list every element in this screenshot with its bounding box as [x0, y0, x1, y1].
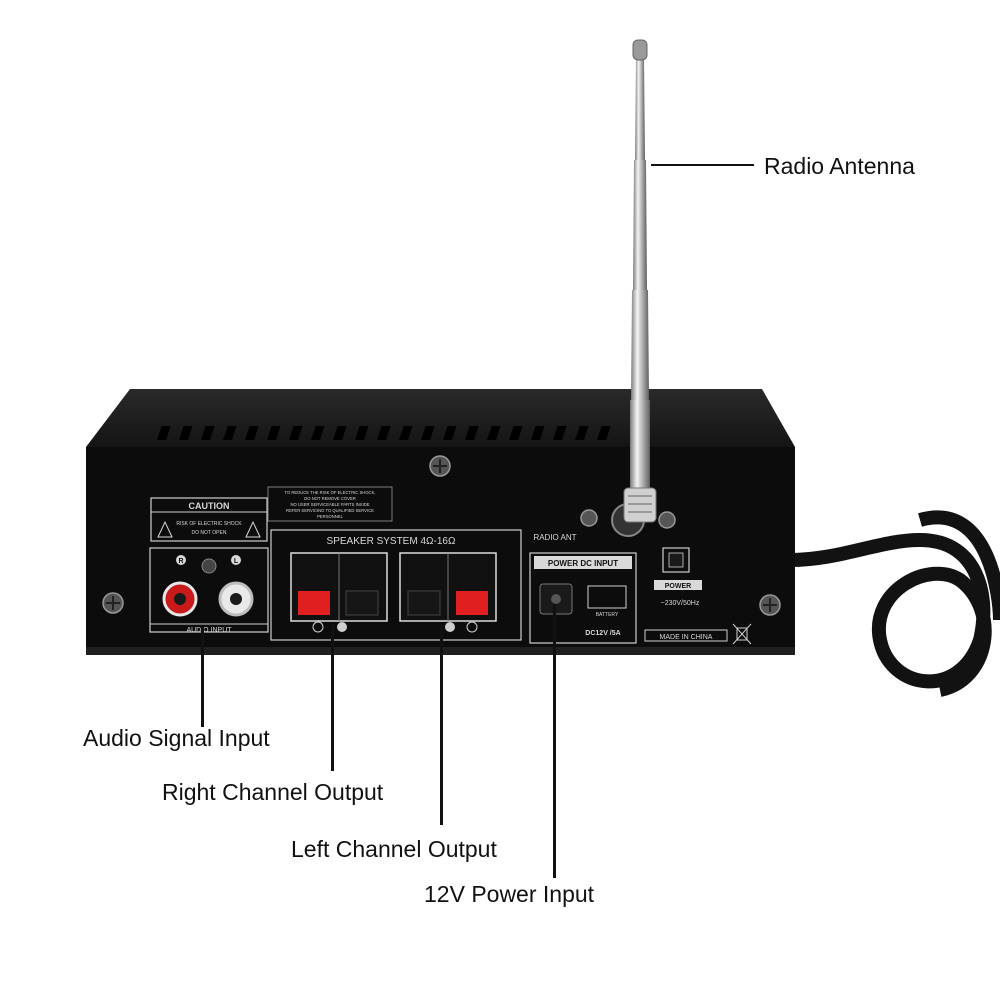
ventilation-slots — [157, 426, 611, 440]
left-channel-red-terminal[interactable] — [456, 591, 488, 615]
screws — [102, 455, 781, 616]
speaker-output-section: SPEAKER SYSTEM 4Ω-16Ω — [270, 529, 522, 641]
warning-text: TO REDUCE THE RISK OF ELECTRIC SHOCK, DO… — [267, 486, 393, 522]
warning-line-4: REFER SERVICING TO QUALIFIED SERVICE — [286, 508, 374, 513]
rca-left-label: L — [234, 558, 239, 565]
caution-line-2: DO NOT OPEN — [192, 530, 227, 536]
warning-line-1: TO REDUCE THE RISK OF ELECTRIC SHOCK, — [284, 490, 375, 495]
radio-ant-label: RADIO ANT — [533, 533, 576, 542]
audio-input-section: R L AUDIO INPUT — [149, 547, 269, 634]
caution-line-1: RISK OF ELECTRIC SHOCK — [176, 521, 242, 527]
right-output-callout: Right Channel Output — [162, 779, 384, 805]
battery-label: BATTERY — [596, 612, 619, 618]
power-dc-input-section: POWER DC INPUT BATTERY DC12V /5A — [529, 552, 637, 644]
caution-label: CAUTION RISK OF ELECTRIC SHOCK DO NOT OP… — [150, 497, 268, 542]
made-in-label: MADE IN CHINA — [660, 634, 713, 641]
right-output-leader-line — [331, 625, 334, 771]
audio-input-leader-line — [201, 627, 204, 727]
telescopic-antenna — [623, 39, 657, 523]
power-input-leader-line — [553, 604, 556, 878]
audio-input-callout: Audio Signal Input — [83, 725, 270, 751]
rca-right-label: R — [178, 558, 183, 565]
warning-line-2: DO NOT REMOVE COVER — [304, 496, 356, 501]
power-switch[interactable] — [668, 552, 684, 568]
speaker-system-label: SPEAKER SYSTEM 4Ω-16Ω — [327, 536, 456, 547]
power-rating-section: POWER ~230V/50Hz MADE IN CHINA — [644, 547, 752, 645]
audio-input-label: AUDIO INPUT — [186, 627, 232, 634]
antenna-leader-line — [651, 164, 754, 166]
ac-rating: ~230V/50Hz — [661, 600, 700, 607]
dc-rating: DC12V /5A — [585, 630, 620, 637]
right-channel-black-terminal[interactable] — [345, 590, 379, 616]
left-output-leader-line — [440, 625, 443, 825]
weee-bin-icon — [732, 623, 752, 645]
left-channel-black-terminal[interactable] — [407, 590, 441, 616]
power-input-callout: 12V Power Input — [424, 881, 595, 907]
warning-line-3: NO USER SERVICEABLE PARTS INSIDE — [290, 502, 369, 507]
power-dc-label: POWER DC INPUT — [548, 559, 618, 568]
left-output-callout: Left Channel Output — [291, 836, 497, 862]
warning-line-5: PERSONNEL — [317, 514, 344, 519]
antenna-callout: Radio Antenna — [764, 153, 915, 179]
right-channel-red-terminal[interactable] — [298, 591, 330, 615]
caution-title: CAUTION — [189, 501, 230, 511]
power-label: POWER — [665, 583, 691, 590]
